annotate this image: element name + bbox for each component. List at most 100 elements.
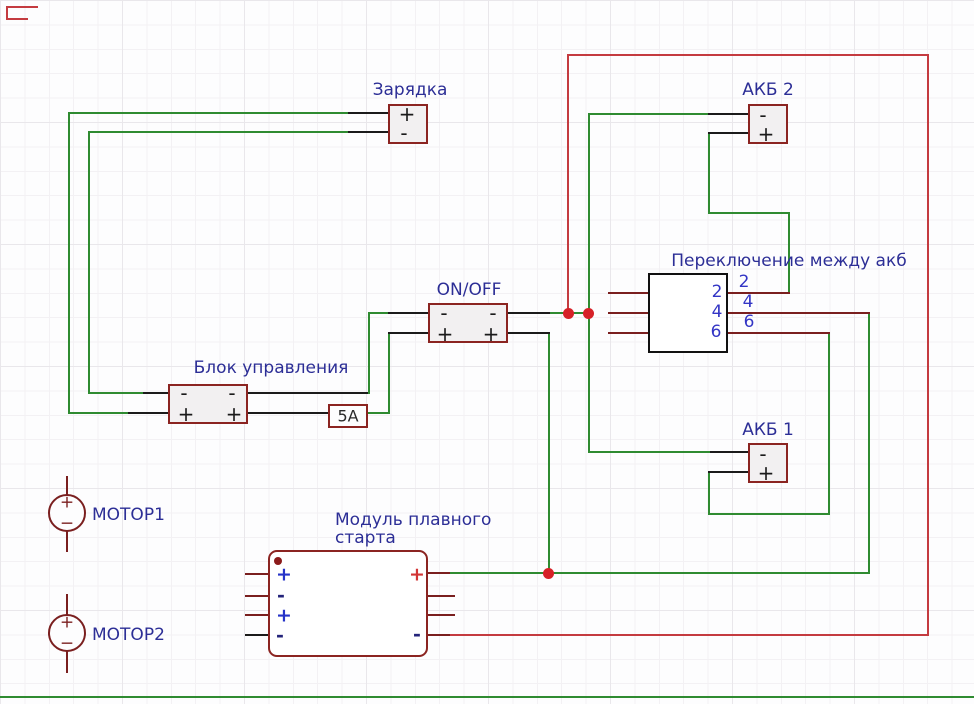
wire-black (246, 412, 330, 414)
soft-start-label-line2: старта (335, 528, 396, 548)
wire-green (388, 332, 390, 414)
onoff-label: ON/OFF (436, 280, 502, 300)
inner-pin-4: 4 (711, 302, 723, 322)
outer-pin-2: 2 (738, 272, 750, 292)
battery-switch-label: Переключение между акб (671, 251, 907, 271)
charger-pin-plus: + (398, 102, 416, 126)
fuse-box (328, 404, 368, 428)
partial-symbol-top-left (6, 6, 8, 20)
wire-green (868, 312, 870, 574)
wire-green (88, 392, 144, 394)
wire-green (448, 572, 869, 574)
wire-black (388, 312, 430, 314)
battery2-label: АКБ 2 (742, 80, 794, 100)
pin-stub (608, 332, 650, 334)
motor1-top-stub (66, 476, 68, 496)
battery2-box (748, 104, 788, 144)
wire-green (828, 332, 830, 515)
motor1-plus: + (59, 492, 75, 513)
control-pin-bl: + (177, 402, 195, 426)
wire-black (348, 131, 390, 133)
pin-stub (426, 634, 450, 636)
wire-red (567, 54, 569, 314)
wire-green (588, 113, 590, 453)
motor1-label: МОТОР1 (92, 505, 165, 525)
pin-stub (426, 614, 455, 616)
junction-dot (543, 568, 554, 579)
charger-label: Зарядка (372, 80, 448, 100)
soft-start-left-pin-2: - (277, 584, 285, 607)
wire-green (708, 471, 710, 515)
battery2-pin-plus: + (757, 122, 775, 146)
partial-symbol-top-left (6, 6, 38, 8)
soft-start-left-pin-4: - (276, 624, 284, 647)
onoff-pin-tl: - (440, 301, 448, 325)
battery1-box (748, 443, 788, 483)
wire-black (245, 634, 270, 636)
soft-start-label: Модуль плавного старта (335, 511, 491, 547)
wire-black (710, 451, 750, 453)
control-pin-tl: - (180, 381, 188, 405)
wire-red (567, 54, 929, 56)
pin-stub (245, 614, 270, 616)
wire-green (708, 132, 710, 213)
polarity-dot (274, 557, 282, 565)
pin-wire-2 (726, 292, 790, 294)
wire-black (708, 113, 750, 115)
fuse-label: 5А (337, 406, 359, 426)
junction-dot (563, 308, 574, 319)
wire-green (708, 513, 830, 515)
wire-green (68, 412, 129, 414)
inner-pin-2: 2 (711, 282, 723, 302)
onoff-pin-tr: - (489, 301, 497, 325)
pin-stub (426, 595, 455, 597)
motor2-label: МОТОР2 (92, 625, 165, 645)
soft-start-box (268, 550, 428, 657)
pin-wire-6 (726, 332, 830, 334)
outer-pin-6: 6 (743, 312, 755, 332)
wire-green (68, 112, 348, 114)
soft-start-label-line1: Модуль плавного (335, 510, 492, 530)
onoff-pin-br: + (482, 322, 500, 346)
motor1-bottom-stub (66, 531, 68, 552)
wire-green (88, 131, 348, 133)
wire-black (143, 392, 170, 394)
motor1-symbol (48, 494, 86, 532)
wire-green (788, 212, 790, 294)
inner-pin-6: 6 (710, 322, 722, 342)
wire-green (588, 451, 711, 453)
wire-red (448, 634, 929, 636)
wire-black (506, 312, 550, 314)
wire-green (368, 312, 389, 314)
wire-green (368, 412, 389, 414)
wire-black (388, 332, 430, 334)
wire-black (708, 471, 750, 473)
wire-black (708, 132, 750, 134)
wire-green (68, 112, 70, 414)
battery1-pin-plus: + (757, 461, 775, 485)
wire-black (246, 392, 368, 394)
wire-black (348, 112, 390, 114)
wire-black (506, 332, 550, 334)
soft-start-left-pin-1: + (276, 563, 292, 586)
motor2-minus: − (59, 633, 75, 654)
pin-wire-4 (726, 312, 870, 314)
onoff-box (428, 303, 508, 343)
battery1-label: АКБ 1 (742, 420, 794, 440)
wire-green (368, 312, 370, 394)
motor2-bottom-stub (66, 651, 68, 673)
wire-red (927, 54, 929, 636)
motor2-symbol (48, 614, 86, 652)
control-pin-tr: - (228, 381, 236, 405)
soft-start-right-pin-plus: + (409, 563, 425, 586)
motor2-top-stub (66, 594, 68, 615)
battery2-pin-minus: - (759, 103, 767, 127)
wire-green (548, 332, 550, 574)
wire-black (128, 412, 170, 414)
wire-green (708, 212, 789, 214)
wire-green (88, 131, 90, 393)
control-pin-br: + (225, 402, 243, 426)
motor2-plus: + (59, 612, 75, 633)
soft-start-left-pin-3: + (276, 604, 292, 627)
pin-stub (608, 292, 650, 294)
